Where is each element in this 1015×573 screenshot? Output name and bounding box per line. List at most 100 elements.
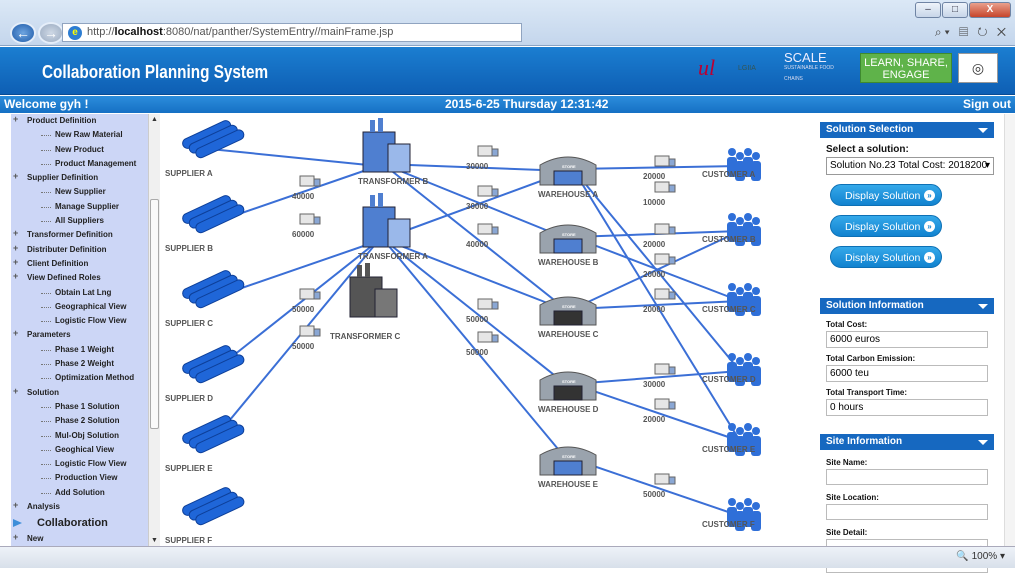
sidebar-item[interactable]: Client Definition xyxy=(11,255,148,271)
truck-icon xyxy=(654,398,670,410)
customer-label: CUSTOMER C xyxy=(702,305,756,314)
sidebar-item[interactable]: Product Definition xyxy=(11,114,148,128)
zoom-control[interactable]: 🔍 100% ▾ xyxy=(956,551,1005,562)
browser-status-bar: 🔍 100% ▾ xyxy=(0,546,1015,568)
flow-line xyxy=(572,458,741,517)
sidebar-item[interactable]: Production View xyxy=(11,471,148,485)
flow-line xyxy=(572,230,741,310)
customer-body-icon xyxy=(743,432,753,452)
sidebar-item[interactable]: Analysis xyxy=(11,498,148,514)
sidebar-item[interactable]: Phase 2 Solution xyxy=(11,414,148,428)
sidebar-item[interactable]: Solution xyxy=(11,384,148,400)
display-solution-button-1[interactable]: Display Solution» xyxy=(830,184,942,206)
url-host: localhost xyxy=(114,26,163,38)
forward-button[interactable]: → xyxy=(38,22,64,44)
browser-tools[interactable]: ⌕▾ ▤ ↻ ✕ xyxy=(934,25,1009,39)
customer-person-icon xyxy=(752,502,760,510)
flow-quantity: 50000 xyxy=(292,342,315,351)
total-carbon-field[interactable]: 6000 teu xyxy=(826,365,988,382)
sidebar-item[interactable]: Parameters xyxy=(11,326,148,342)
sidebar-item[interactable]: Add Solution xyxy=(11,486,148,500)
truck-cab-icon xyxy=(491,188,499,197)
flow-line xyxy=(209,240,379,375)
site-detail-label: Site Detail: xyxy=(826,528,868,537)
sidebar-scrollbar[interactable]: ▲ ▼ xyxy=(148,114,160,546)
sidebar-item[interactable]: Mul-Obj Solution xyxy=(11,429,148,443)
factory-wing-icon xyxy=(374,288,398,318)
sidebar-item[interactable]: Logistic Flow View xyxy=(11,457,148,471)
site-location-field[interactable] xyxy=(826,504,988,520)
scroll-up-icon[interactable]: ▲ xyxy=(151,116,158,123)
sidebar-item[interactable]: Geoghical View xyxy=(11,443,148,457)
solution-information-header[interactable]: Solution Information xyxy=(820,298,994,314)
sidebar-scroll-thumb[interactable] xyxy=(150,199,159,429)
address-bar[interactable]: e http://localhost:8080/nat/panther/Syst… xyxy=(62,23,522,42)
site-name-field[interactable] xyxy=(826,469,988,485)
customer-body-icon xyxy=(735,436,745,456)
sidebar-item[interactable]: Phase 2 Weight xyxy=(11,357,148,371)
sidebar-item[interactable]: Logistic Flow View xyxy=(11,314,148,328)
sidebar-item[interactable]: New xyxy=(11,530,148,546)
warehouse-door-icon xyxy=(553,238,583,254)
sidebar-item[interactable]: Geographical View xyxy=(11,300,148,314)
total-cost-field[interactable]: 6000 euros xyxy=(826,331,988,348)
sign-out-link[interactable]: Sign out xyxy=(963,97,1011,111)
sidebar-item[interactable]: New Product xyxy=(11,143,148,157)
customer-person-icon xyxy=(744,148,752,156)
solution-select[interactable]: Solution No.23 Total Cost: 2018200 xyxy=(826,157,994,175)
page-scrollbar[interactable] xyxy=(1004,114,1015,546)
network-svg: 4000060000500005000030000300004000050000… xyxy=(165,118,761,545)
customer-body-icon xyxy=(751,366,761,386)
sidebar-item[interactable]: Manage Supplier xyxy=(11,200,148,214)
scroll-down-icon[interactable]: ▼ xyxy=(151,537,158,544)
factory-chimney-icon xyxy=(370,195,375,207)
customer-label: CUSTOMER A xyxy=(702,170,756,179)
sidebar-item[interactable]: Distributer Definition xyxy=(11,241,148,257)
sidebar-item[interactable]: Phase 1 Weight xyxy=(11,343,148,357)
back-button[interactable]: ← xyxy=(10,22,36,44)
sidebar-item[interactable]: Obtain Lat Lng xyxy=(11,286,148,300)
solution-selection-header[interactable]: Solution Selection xyxy=(820,122,994,138)
sidebar-item[interactable]: Transformer Definition xyxy=(11,226,148,242)
nav-buttons: ← → xyxy=(10,22,64,44)
display-solution-label-1: Display Solution xyxy=(845,190,921,202)
sidebar-item[interactable]: All Suppliers xyxy=(11,214,148,228)
transformer-label: TRANSFORMER A xyxy=(358,252,428,261)
store-label: STORE xyxy=(562,379,576,384)
sidebar-item[interactable]: View Defined Roles xyxy=(11,269,148,285)
warehouse-label: WAREHOUSE B xyxy=(538,258,599,267)
site-information-header[interactable]: Site Information xyxy=(820,434,994,450)
supplier-label: SUPPLIER E xyxy=(165,464,213,473)
sidebar-item[interactable]: Collaboration xyxy=(11,514,148,532)
sidebar-item[interactable]: Product Management xyxy=(11,157,148,171)
sidebar-item[interactable]: New Raw Material xyxy=(11,128,148,142)
learn-line1: LEARN, SHARE, xyxy=(864,57,948,69)
customer-body-icon xyxy=(727,222,737,242)
truck-icon xyxy=(654,288,670,300)
store-label: STORE xyxy=(562,232,576,237)
customer-label: CUSTOMER B xyxy=(702,235,756,244)
learn-line2: ENGAGE xyxy=(882,69,930,81)
customer-person-icon xyxy=(744,498,752,506)
truck-icon xyxy=(299,325,315,337)
sidebar-item[interactable]: Phase 1 Solution xyxy=(11,400,148,414)
display-solution-button-3[interactable]: Display Solution» xyxy=(830,246,942,268)
sidebar-item[interactable]: Supplier Definition xyxy=(11,169,148,185)
factory-chimney-icon xyxy=(357,265,362,277)
right-panel: Solution Selection Select a solution: So… xyxy=(820,114,1005,573)
truck-icon xyxy=(477,331,493,343)
supplier-pipe-icon xyxy=(195,424,245,454)
maximize-button[interactable]: □ xyxy=(942,2,968,18)
minimize-button[interactable]: – xyxy=(915,2,941,18)
display-solution-button-2[interactable]: Display Solution» xyxy=(830,215,942,237)
sidebar-item[interactable]: Optimization Method xyxy=(11,371,148,385)
learn-share-engage-logo: LEARN, SHARE,ENGAGE xyxy=(860,53,952,83)
datetime-text: 2015-6-25 Thursday 12:31:42 xyxy=(445,97,609,111)
sidebar-item[interactable]: New Supplier xyxy=(11,185,148,199)
close-button[interactable]: X xyxy=(969,2,1011,18)
flow-quantity: 20000 xyxy=(643,305,666,314)
total-transport-field[interactable]: 0 hours xyxy=(826,399,988,416)
customer-body-icon xyxy=(743,292,753,312)
customer-body-icon xyxy=(743,222,753,242)
customer-person-icon xyxy=(728,148,736,156)
